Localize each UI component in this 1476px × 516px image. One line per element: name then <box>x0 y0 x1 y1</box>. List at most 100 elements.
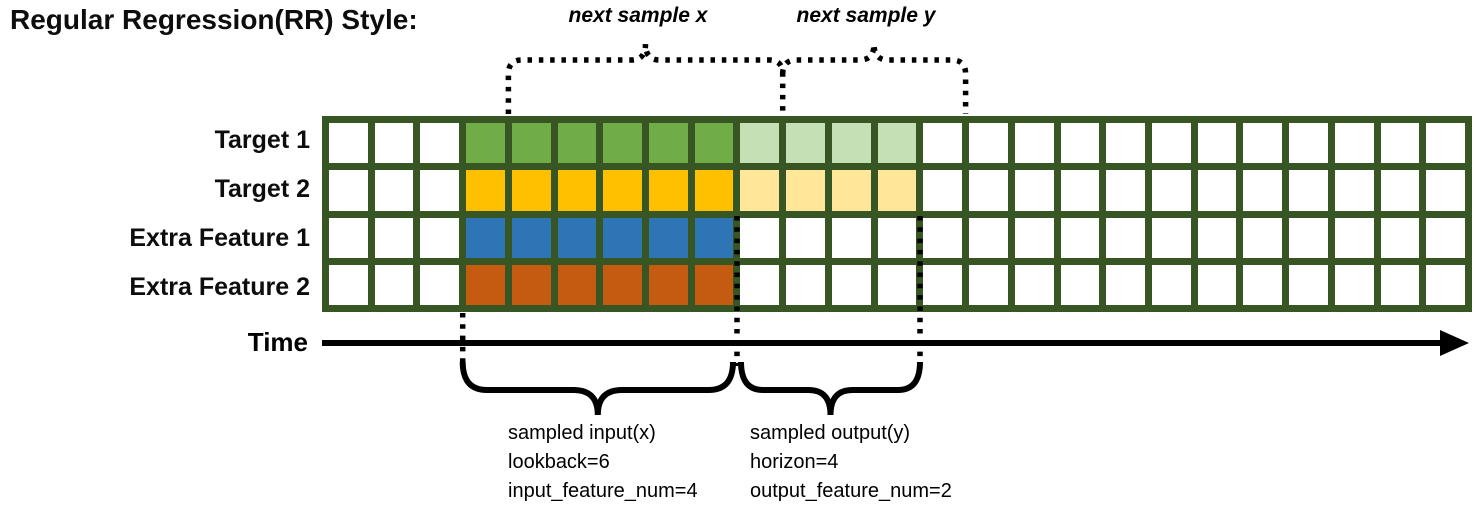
cell <box>1106 170 1145 211</box>
time-arrowhead-icon <box>1440 330 1469 356</box>
cell <box>1380 123 1420 164</box>
cell <box>1289 170 1328 211</box>
cell <box>1426 170 1465 211</box>
cell <box>649 264 688 305</box>
row-label-extra-feature-2: Extra Feature 2 <box>129 273 310 301</box>
page-title: Regular Regression(RR) Style: <box>10 4 418 35</box>
cell <box>329 170 368 211</box>
cell <box>1334 217 1374 258</box>
cell <box>1197 217 1237 258</box>
cell <box>329 264 368 305</box>
cell <box>466 217 505 258</box>
cell <box>1060 264 1100 305</box>
grid-row-extra-feature-1 <box>329 217 1465 258</box>
cell <box>511 123 551 164</box>
cell <box>466 170 505 211</box>
cell <box>603 170 643 211</box>
cell <box>649 217 688 258</box>
cell <box>511 217 551 258</box>
cell <box>786 217 825 258</box>
cell <box>374 264 414 305</box>
cell <box>1014 217 1054 258</box>
cell <box>1014 170 1054 211</box>
next-sample-x-brace <box>505 43 786 114</box>
cell <box>557 123 597 164</box>
cell <box>1151 123 1191 164</box>
sampled-output-title: sampled output(y) <box>750 422 911 444</box>
cell <box>511 264 551 305</box>
cell <box>557 264 597 305</box>
cell <box>1243 217 1283 258</box>
sampled-input-annotation: sampled input(x) lookback=6 input_featur… <box>508 419 698 506</box>
cell <box>694 264 734 305</box>
cell <box>466 264 505 305</box>
next-sample-x-label: next sample x <box>568 4 708 27</box>
cell <box>1197 170 1237 211</box>
row-label-target-2: Target 2 <box>214 175 310 203</box>
cell <box>1243 264 1283 305</box>
cell <box>786 264 825 305</box>
cell <box>1289 217 1328 258</box>
cell <box>694 123 734 164</box>
cell <box>923 170 963 211</box>
cell <box>1426 217 1465 258</box>
sampled-input-title: sampled input(x) <box>508 422 656 444</box>
cell <box>1380 264 1420 305</box>
cell <box>329 123 368 164</box>
cell <box>603 123 643 164</box>
cell <box>877 264 917 305</box>
cell <box>831 217 871 258</box>
grid-row-target-1 <box>329 123 1465 164</box>
cell <box>1197 123 1237 164</box>
grid-row-extra-feature-2 <box>329 264 1465 305</box>
cell <box>831 264 871 305</box>
cell <box>923 217 963 258</box>
cell <box>1060 170 1100 211</box>
cell <box>1334 123 1374 164</box>
horizon-value: horizon=4 <box>750 451 839 473</box>
output-feature-num-value: output_feature_num=2 <box>750 480 952 502</box>
cell <box>374 217 414 258</box>
cell <box>740 264 780 305</box>
cell <box>1289 264 1328 305</box>
cell <box>1106 123 1145 164</box>
cell <box>740 123 780 164</box>
cell <box>1243 123 1283 164</box>
cell <box>1197 264 1237 305</box>
cell <box>831 170 871 211</box>
row-label-target-1: Target 1 <box>214 126 310 154</box>
cell <box>649 170 688 211</box>
cell <box>694 170 734 211</box>
cell <box>603 217 643 258</box>
cell <box>1060 123 1100 164</box>
cell <box>923 123 963 164</box>
cell <box>969 264 1008 305</box>
sampled-output-annotation: sampled output(y) horizon=4 output_featu… <box>750 419 952 506</box>
cell <box>969 170 1008 211</box>
cell <box>877 123 917 164</box>
cell <box>740 217 780 258</box>
sampled-output-brace <box>738 361 923 416</box>
cell <box>740 170 780 211</box>
cell <box>1060 217 1100 258</box>
sample-grid <box>322 116 1472 312</box>
cell <box>420 217 460 258</box>
cell <box>1106 264 1145 305</box>
next-sample-y-label: next sample y <box>796 4 936 27</box>
cell <box>1243 170 1283 211</box>
cell <box>1151 264 1191 305</box>
cell <box>511 170 551 211</box>
cell <box>557 170 597 211</box>
lookback-value: lookback=6 <box>508 451 610 473</box>
cell <box>1151 170 1191 211</box>
cell <box>374 170 414 211</box>
input-feature-num-value: input_feature_num=4 <box>508 480 698 502</box>
cell <box>1426 123 1465 164</box>
cell <box>420 170 460 211</box>
cell <box>1289 123 1328 164</box>
cell <box>969 123 1008 164</box>
cell <box>1014 123 1054 164</box>
cell <box>1151 217 1191 258</box>
grid-row-target-2 <box>329 170 1465 211</box>
